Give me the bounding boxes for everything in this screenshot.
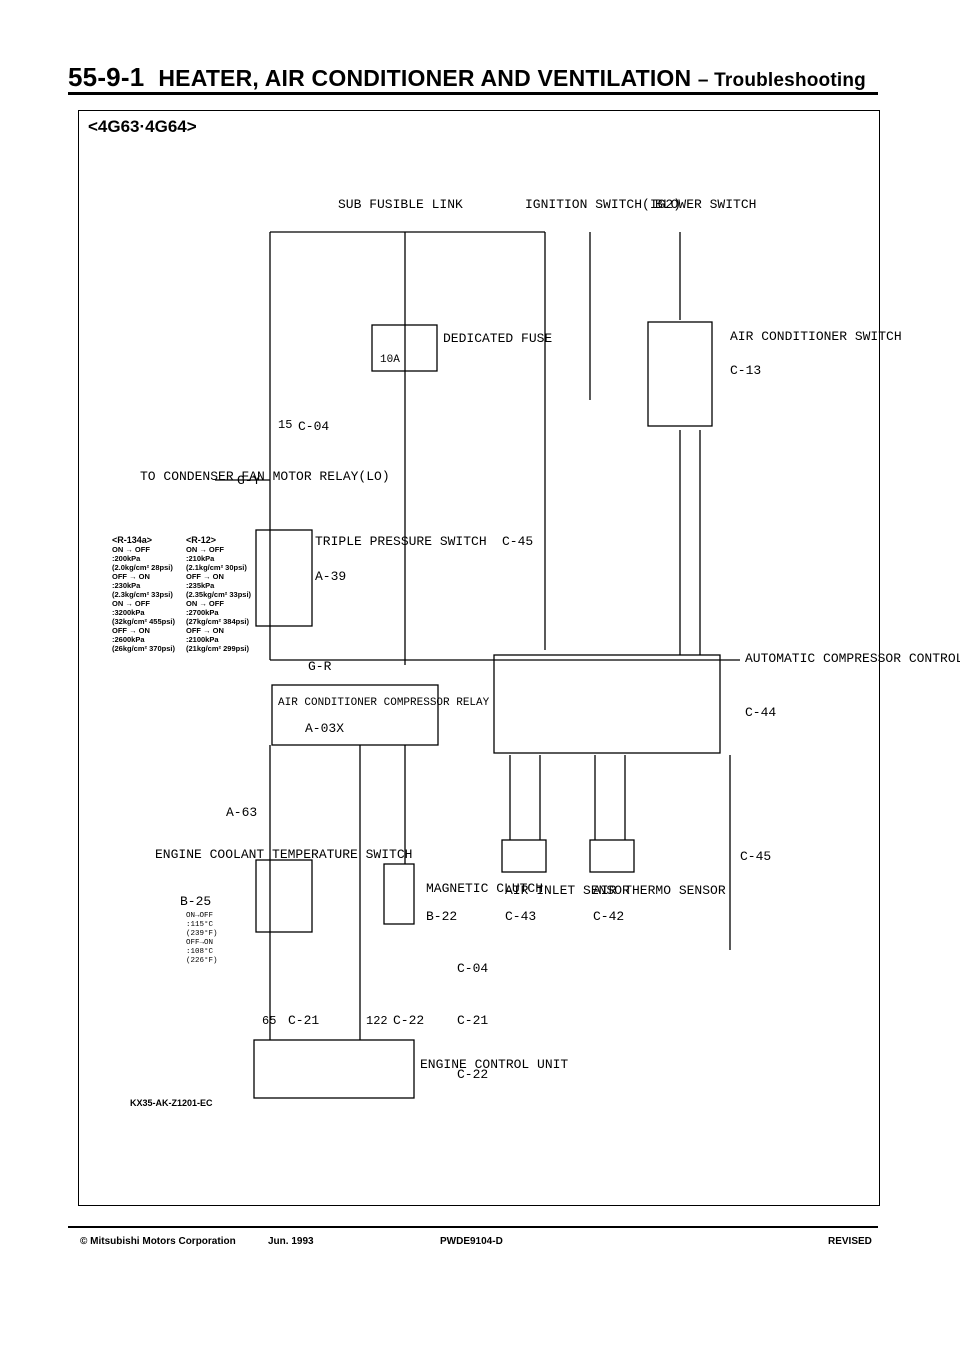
header-rule — [68, 92, 878, 95]
ect-spec-row: (239°F) — [186, 930, 218, 938]
pin-122: 122 — [366, 1014, 388, 1028]
air-inlet-sensor-box — [501, 839, 547, 873]
ect-spec-row: (226°F) — [186, 957, 218, 965]
footer-rule — [68, 1226, 878, 1228]
air-inlet-label: AIR INLET SENSOR — [505, 883, 630, 898]
ect-label: ENGINE COOLANT TEMPERATURE SWITCH — [155, 847, 412, 862]
ac-relay-box — [271, 684, 439, 746]
footer-code: PWDE9104-D — [440, 1236, 503, 1247]
r134a-row: OFF → ON — [112, 572, 150, 581]
ac-relay-label: AIR CONDITIONER COMPRESSOR RELAY — [278, 697, 490, 709]
r134a-row: (32kg/cm² 455psi) — [112, 617, 175, 626]
r12-row: (2.35kg/cm² 33psi) — [186, 590, 252, 599]
r12-row: ON → OFF — [186, 599, 224, 608]
ecu-label: ENGINE CONTROL UNIT — [420, 1057, 568, 1072]
triple-pressure-label: TRIPLE PRESSURE SWITCH — [315, 534, 487, 549]
ac-switch-label: AIR CONDITIONER SWITCH — [730, 329, 902, 344]
r12-row: (27kg/cm² 384psi) — [186, 617, 249, 626]
ect-spec-row: :108°C — [186, 948, 214, 956]
r134a-row: ON → OFF — [112, 599, 150, 608]
r134a-row: :200kPa — [112, 554, 141, 563]
page-title: HEATER, AIR CONDITIONER AND VENTILATION — [158, 65, 692, 91]
air-inlet-conn: C-43 — [505, 909, 536, 924]
r12-head: <R-12> — [186, 535, 217, 545]
blower-switch-label: BLOWER SWITCH — [655, 197, 756, 212]
c04-conn: C-04 — [457, 961, 488, 976]
r12-row: :2700kPa — [186, 608, 219, 617]
c45-conn: C-45 — [740, 849, 771, 864]
footer-date: Jun. 1993 — [268, 1236, 314, 1247]
c22-conn: C-22 — [393, 1013, 424, 1028]
fuse-box — [371, 324, 438, 372]
engine-tag: <4G63·4G64> — [88, 117, 197, 136]
r12-row: :235kPa — [186, 581, 215, 590]
r134a-row: ON → OFF — [112, 545, 150, 554]
r134a-row: OFF → ON — [112, 626, 150, 635]
ect-spec: ON→OFF:115°C(239°F)OFF→ON:108°C(226°F) — [186, 912, 246, 966]
a63-conn: A-63 — [226, 805, 257, 820]
air-thermo-sensor-box — [589, 839, 635, 873]
ac-relay-conn: A-03X — [305, 721, 344, 736]
c04-conn-top: C-04 — [298, 419, 329, 434]
r134a-table: <R-134a> ON → OFF:200kPa(2.0kg/cm² 28psi… — [112, 535, 182, 654]
r134a-row: :3200kPa — [112, 608, 145, 617]
r134a-row: (2.0kg/cm² 28psi) — [112, 563, 173, 572]
r12-row: (2.1kg/cm² 30psi) — [186, 563, 247, 572]
r12-row: OFF → ON — [186, 572, 224, 581]
air-thermo-label: AIR THERMO SENSOR — [593, 883, 726, 898]
r134a-row: (2.3kg/cm² 33psi) — [112, 590, 173, 599]
r12-row: :2100kPa — [186, 635, 219, 644]
r134a-row: (26kg/cm² 370psi) — [112, 644, 175, 653]
ac-switch-box — [647, 321, 713, 427]
triple-switch-box — [255, 529, 313, 627]
r134a-row: :230kPa — [112, 581, 141, 590]
ignition-switch-label: IGNITION SWITCH(IG2) — [525, 197, 681, 212]
sub-fusible-label: SUB FUSIBLE LINK — [338, 197, 463, 212]
auto-comp-box — [493, 654, 721, 754]
mc-conn: B-22 — [426, 909, 457, 924]
ect-conn: B-25 — [180, 894, 211, 909]
wire-g-r: G-R — [308, 659, 332, 674]
pin-15: 15 — [278, 418, 292, 432]
page-header: 55-9-1 HEATER, AIR CONDITIONER AND VENTIL… — [68, 62, 866, 93]
dedicated-fuse-label: DEDICATED FUSE — [443, 331, 552, 346]
magnetic-clutch-label: MAGNETIC CLUTCH — [426, 881, 543, 896]
air-thermo-conn: C-42 — [593, 909, 624, 924]
r12-row: (21kg/cm² 299psi) — [186, 644, 249, 653]
diagram-code: KX35-AK-Z1201-EC — [130, 1098, 213, 1108]
ecu-box — [253, 1039, 415, 1099]
c21-conn: C-21 — [288, 1013, 319, 1028]
footer-copyright: © Mitsubishi Motors Corporation — [80, 1236, 236, 1247]
page-number: 55-9-1 — [68, 62, 145, 92]
auto-comp-conn: C-44 — [745, 705, 776, 720]
ect-switch-box — [255, 859, 313, 933]
wire-g-y: G-Y — [237, 473, 261, 488]
r12-row: :210kPa — [186, 554, 215, 563]
auto-comp-label: AUTOMATIC COMPRESSOR CONTROL UNIT — [745, 651, 960, 666]
r134a-head: <R-134a> — [112, 535, 153, 545]
c22-conn-2: C-22 — [457, 1067, 488, 1082]
triple-conn: A-39 — [315, 569, 346, 584]
ect-spec-row: ON→OFF — [186, 912, 214, 920]
r12-table: <R-12> ON → OFF:210kPa(2.1kg/cm² 30psi)O… — [186, 535, 256, 654]
footer-revised: REVISED — [828, 1236, 872, 1247]
ac-switch-conn: C-13 — [730, 363, 761, 378]
r134a-row: :2600kPa — [112, 635, 145, 644]
page-subtitle: – Troubleshooting — [697, 70, 866, 91]
c45-conn-top: C-45 — [502, 534, 533, 549]
to-condenser-label: TO CONDENSER FAN MOTOR RELAY(LO) — [140, 469, 390, 484]
magnetic-clutch-box — [383, 863, 415, 925]
ect-spec-row: OFF→ON — [186, 939, 214, 947]
ect-spec-row: :115°C — [186, 921, 214, 929]
pin-65: 65 — [262, 1014, 276, 1028]
c21-conn-2: C-21 — [457, 1013, 488, 1028]
diagram-frame — [78, 110, 880, 1206]
r12-row: ON → OFF — [186, 545, 224, 554]
r12-row: OFF → ON — [186, 626, 224, 635]
fuse-rating: 10A — [380, 354, 400, 366]
